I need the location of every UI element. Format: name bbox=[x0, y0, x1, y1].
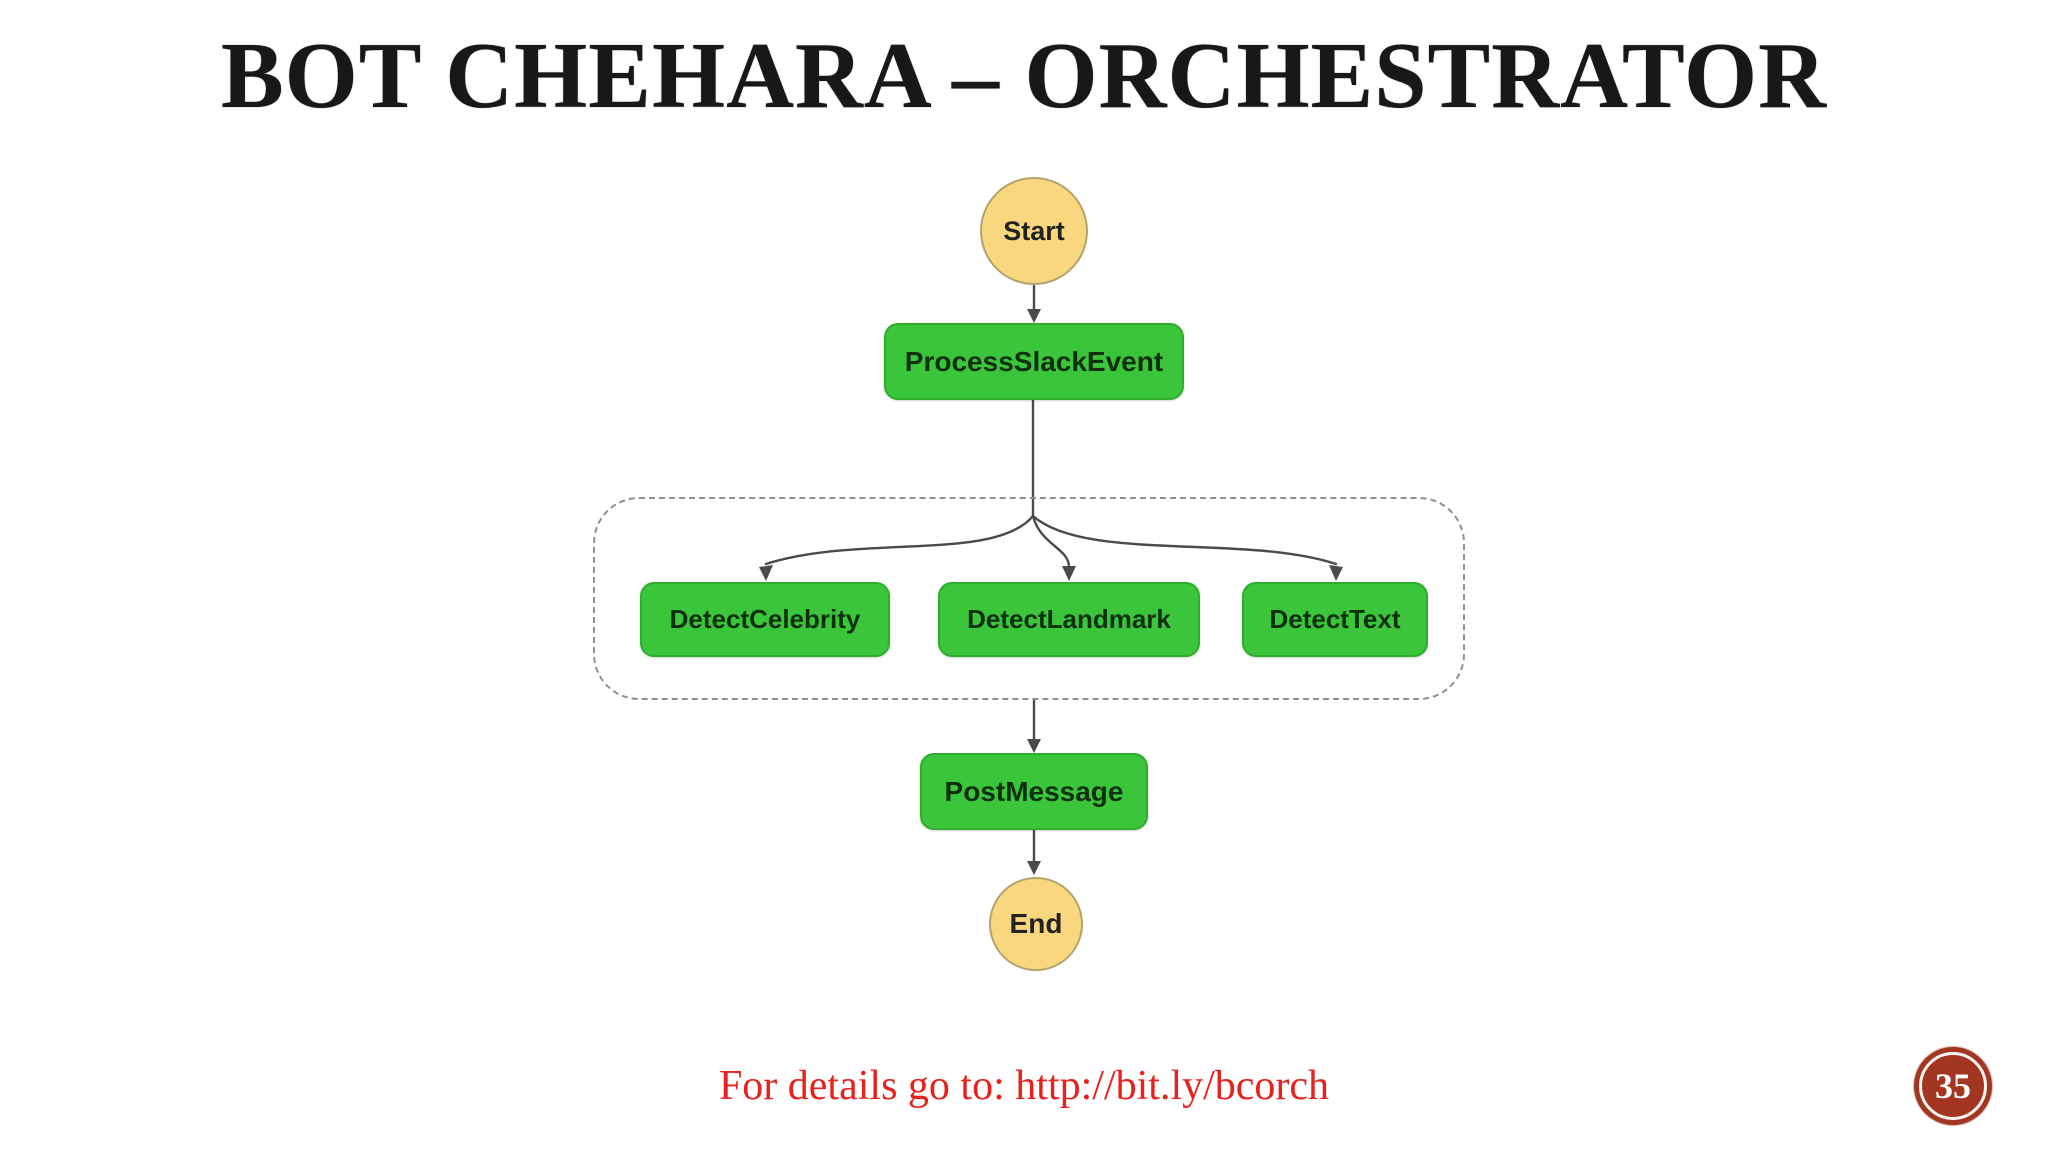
badge-ring bbox=[1919, 1052, 1987, 1120]
flow-node-start: Start bbox=[980, 177, 1088, 285]
flow-node-detect-celebrity: DetectCelebrity bbox=[640, 582, 890, 657]
flow-node-label: Start bbox=[1003, 215, 1065, 246]
flow-node-label: DetectText bbox=[1269, 604, 1401, 634]
flow-node-process-slack-event: ProcessSlackEvent bbox=[884, 323, 1184, 400]
flow-node-detect-landmark: DetectLandmark bbox=[938, 582, 1200, 657]
footer-link[interactable]: http://bit.ly/bcorch bbox=[1015, 1063, 1330, 1109]
arrowhead bbox=[1027, 309, 1041, 323]
flow-node-label: PostMessage bbox=[944, 775, 1124, 807]
slide-title: BOT CHEHARA – ORCHESTRATOR bbox=[220, 24, 1828, 128]
flow-node-post-message: PostMessage bbox=[920, 753, 1148, 830]
arrowhead bbox=[1027, 861, 1041, 875]
flow-node-detect-text: DetectText bbox=[1242, 582, 1428, 657]
flow-node-end: End bbox=[989, 877, 1083, 971]
flow-node-label: End bbox=[1009, 908, 1063, 939]
page-number: 35 bbox=[1935, 1066, 1971, 1106]
arrowhead bbox=[1027, 739, 1041, 753]
footer-details: For details go to: http://bit.ly/bcorch bbox=[0, 1062, 2048, 1110]
parallel-branch-group bbox=[593, 497, 1465, 700]
flow-node-label: DetectCelebrity bbox=[669, 604, 861, 634]
flow-node-label: ProcessSlackEvent bbox=[904, 345, 1164, 377]
footer-prefix: For details go to: bbox=[718, 1063, 1016, 1109]
page-number-badge: 35 bbox=[1914, 1047, 1992, 1125]
flow-node-label: DetectLandmark bbox=[967, 604, 1171, 634]
